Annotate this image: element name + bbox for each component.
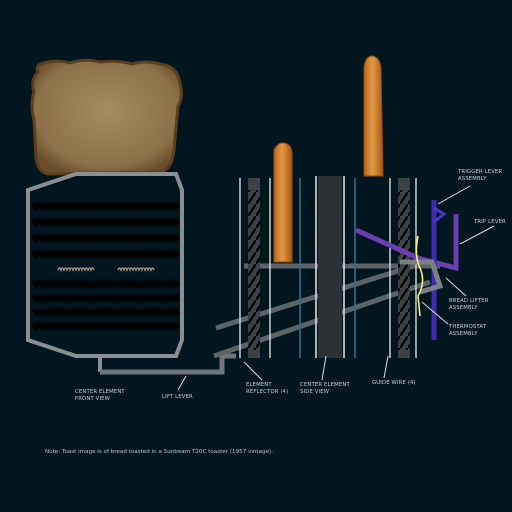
footnote: Note: Toast image is of bread toasted in… [45,449,273,455]
label-front-view: FRONT VIEW [75,396,111,402]
center-element-side [318,176,342,358]
label-center-element-front: CENTER ELEMENT [75,389,125,395]
side-view-assembly [213,55,459,359]
bread-lifter [400,259,444,295]
heating-coil-row [31,278,181,290]
label-bread-lifter: BREAD LIFTER [449,298,489,304]
callout-lines [177,185,495,391]
label-reflector: REFLECTOR (4) [246,389,288,395]
label-lift-lever: LIFT LEVER [162,394,193,400]
heating-coil-row [31,216,181,228]
label-trigger-assembly: ASSEMBLY [458,176,487,182]
heating-coil-row [31,232,181,244]
coil-spring-left [57,267,95,272]
label-side-view: SIDE VIEW [300,389,330,395]
trip-lever [354,214,459,272]
coil-spring-right [117,267,155,272]
label-trigger-lever: TRIGGER LEVER [457,169,502,175]
heating-coil-row [31,200,181,212]
bread-slice [30,58,184,176]
label-thermostat-assembly: ASSEMBLY [449,331,478,337]
heating-coil-row [31,292,181,304]
heating-coils [31,200,181,332]
center-element-front-frame [26,172,184,372]
label-element: ELEMENT [246,382,272,388]
label-thermostat: THERMOSTAT [448,324,487,330]
heating-coil-row [31,248,181,260]
label-bread-lifter-assembly: ASSEMBLY [449,305,478,311]
thermostat [415,235,424,317]
heating-coil-row [31,306,181,318]
label-trip-lever: TRIP LEVER [473,219,506,225]
toast-slice-low [273,142,293,263]
label-center-element-side: CENTER ELEMENT [300,382,350,388]
heating-coil-row [31,320,181,332]
lift-lever-rod [100,353,236,375]
toast-slice-high [363,55,384,177]
label-guide-wire: GUIDE WIRE (4) [372,380,416,386]
